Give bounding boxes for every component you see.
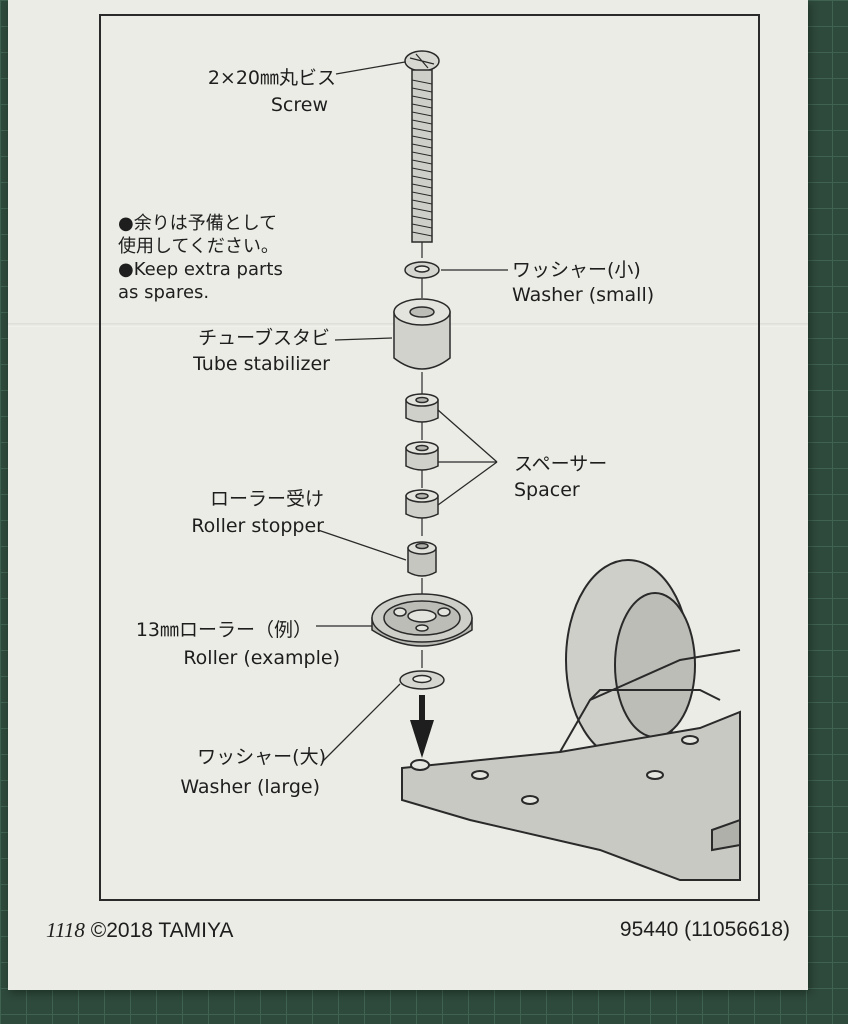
roller-illustration (371, 593, 473, 647)
illustration-frame (99, 14, 760, 901)
footer-left: 1118 ©2018 TAMIYA (46, 918, 233, 943)
note-jp-line1: ●余りは予備として (118, 213, 278, 234)
tube-stabilizer-illustration (393, 298, 451, 370)
note-en-line2: as spares. (118, 282, 210, 303)
leader-lines (316, 61, 508, 763)
washer-small-label-jp: ワッシャー(小) (512, 259, 641, 281)
screw-illustration (404, 50, 440, 243)
washer-small-label-en: Washer (small) (512, 284, 655, 306)
roller-label-jp: 13㎜ローラー（例） (135, 619, 312, 641)
print-code: 1118 (46, 918, 85, 942)
roller-stopper-label-jp: ローラー受け (209, 488, 324, 510)
screw-label-en: Screw (270, 94, 328, 116)
washer-small-illustration (404, 261, 440, 279)
screw-label-jp: 2×20㎜丸ビス (207, 67, 336, 89)
chassis-illustration (401, 559, 741, 881)
washer-large-label-en: Washer (large) (180, 776, 320, 798)
spacer-illustrations (405, 393, 439, 519)
tube-stabilizer-label-en: Tube stabilizer (193, 353, 330, 375)
spare-parts-note: ●余りは予備として 使用してください。 ●Keep extra parts as… (118, 212, 283, 304)
part-number: 95440 (11056618) (619, 918, 790, 941)
note-jp-line2: 使用してください。 (118, 236, 279, 257)
note-en-line1: ●Keep extra parts (118, 259, 283, 280)
copyright-text: ©2018 TAMIYA (90, 919, 234, 942)
roller-stopper-label-en: Roller stopper (191, 515, 324, 537)
roller-label-en: Roller (example) (183, 647, 340, 669)
insert-arrow-icon (410, 695, 434, 758)
tube-stabilizer-label-jp: チューブスタビ (198, 327, 330, 349)
spacer-label-jp: スペーサー (514, 453, 608, 475)
spacer-label-en: Spacer (514, 479, 580, 501)
washer-large-label-jp: ワッシャー(大) (197, 746, 326, 768)
washer-large-illustration (399, 670, 445, 690)
roller-stopper-illustration (407, 541, 437, 577)
